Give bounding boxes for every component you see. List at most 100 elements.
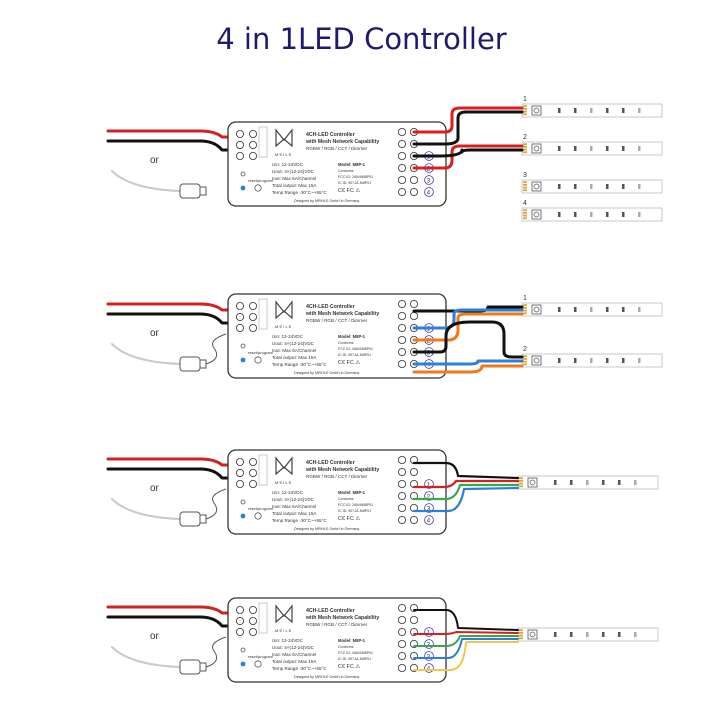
designed-by: Designed by MEIHLE GmbH in Germany (294, 675, 360, 679)
input-terminal (248, 627, 257, 636)
led-chip (531, 209, 542, 220)
cert-marks: C€ FC ⚠ (338, 663, 361, 670)
output-terminal (397, 360, 406, 369)
spec-line: Uin: 12-24VDC (272, 162, 304, 167)
designed-by: Designed by MEIHLE GmbH in Germany (294, 371, 360, 375)
resistor (570, 632, 573, 637)
spec-line: Temp Range -30°C~+55°C (272, 666, 327, 671)
led-lens (533, 145, 540, 152)
or-label: or (150, 631, 160, 642)
resistor (622, 307, 625, 312)
dc-plug-tip (199, 662, 207, 672)
indicator-led (240, 513, 246, 519)
solder-pad (523, 151, 527, 154)
reset-button (254, 184, 262, 192)
strip-number: 2 (523, 134, 527, 141)
designed-by: Designed by MEIHLE GmbH in Germany (294, 199, 360, 203)
output-terminal (397, 640, 406, 649)
output-wire-green (413, 635, 519, 647)
spec-line: Uout: 4×(12-24)VDC (272, 341, 315, 346)
dc-cable (111, 343, 181, 365)
output-wire-blue (413, 638, 519, 659)
strip-number: 4 (523, 200, 527, 207)
input-terminal (235, 151, 244, 160)
channel-number: 2 (427, 495, 431, 501)
controller-name: 4CH-LED Controller (306, 460, 355, 466)
input-terminal (248, 468, 257, 477)
solder-pad (519, 629, 523, 632)
input-terminal (235, 301, 244, 310)
brand-logo-icon (275, 128, 293, 148)
solder-pad (519, 482, 523, 485)
reset-program-label: reset/program (248, 506, 274, 511)
dc-plug (179, 659, 201, 675)
solder-pad (523, 307, 527, 309)
led-chip (531, 105, 542, 116)
output-terminal (397, 479, 406, 488)
cert-marks: C€ FC ⚠ (338, 187, 361, 194)
resistor (590, 307, 593, 312)
spec-line: Total output: Max 15A (272, 355, 317, 360)
power-wire-red (106, 302, 234, 312)
strip-number: 1 (523, 96, 527, 103)
dc-plug (179, 356, 201, 372)
controller-name: 4CH-LED Controller (306, 132, 355, 138)
output-terminal (409, 467, 418, 476)
model-number: Model: M8P-1 (338, 334, 366, 339)
led-chip (531, 355, 542, 366)
controller-subtitle: with Mesh Network Capability (305, 139, 379, 145)
led-lens (533, 107, 540, 114)
resistor (590, 108, 593, 113)
input-terminal (248, 479, 257, 488)
led-lens (529, 479, 536, 486)
led-strip-2: 2 (521, 134, 663, 156)
solder-pad (523, 110, 527, 113)
spec-line: Temp Range -30°C~+55°C (272, 518, 327, 523)
cert-line: FCC ID: 2AW4M8P01 (338, 175, 373, 179)
input-terminal (235, 129, 244, 138)
output-terminal (397, 456, 406, 464)
controller-outline (227, 597, 447, 683)
output-wire-red (412, 479, 520, 489)
solder-pad (523, 363, 527, 366)
output-terminal (397, 652, 406, 661)
output-terminal (397, 151, 406, 160)
output-wire-black (412, 110, 524, 146)
resistor (574, 184, 577, 189)
solder-pad (523, 304, 527, 307)
output-wire-blue (412, 359, 524, 366)
output-terminal (397, 627, 406, 636)
solder-pad (519, 485, 523, 488)
power-wire-black (106, 139, 234, 152)
input-terminal (235, 140, 244, 149)
controller-modes: RGBW / RGB / CCT / Dimmer (306, 622, 368, 627)
resistor (638, 212, 641, 217)
input-terminal (235, 312, 244, 321)
power-wire-red (106, 605, 234, 615)
channel-number: 1 (427, 483, 431, 489)
dc-adapter-lead (205, 488, 227, 520)
input-terminal (235, 457, 244, 466)
cert-line: Conforms (338, 341, 354, 345)
dc-adapter-lead (205, 333, 227, 365)
cert-marks: C€ FC ⚠ (338, 515, 361, 522)
spec-line: Iout: Max 6A/Channel (272, 348, 316, 353)
reset-program-label: reset/program (248, 350, 274, 355)
resistor (558, 307, 561, 312)
model-number: Model: M8P-1 (338, 162, 366, 167)
controller-box: reset/program M E I L E 4CH-LED Controller… (227, 449, 447, 535)
channel-number: 4 (427, 191, 431, 197)
resistor (618, 480, 621, 485)
spec-line: Temp Range -30°C~+55°C (272, 190, 327, 195)
cert-line: FCC ID: 2AW4M8P01 (338, 651, 373, 655)
output-terminal (397, 348, 406, 357)
controller-modes: RGBW / RGB / CCT / Dimmer (306, 318, 368, 323)
solder-pad (523, 184, 527, 186)
input-terminal (235, 468, 244, 477)
brand-name: M E I L E (275, 480, 292, 485)
dc-cable (111, 646, 181, 668)
solder-pad (523, 113, 527, 116)
resistor (554, 480, 557, 485)
channel-number: 3 (427, 179, 431, 185)
